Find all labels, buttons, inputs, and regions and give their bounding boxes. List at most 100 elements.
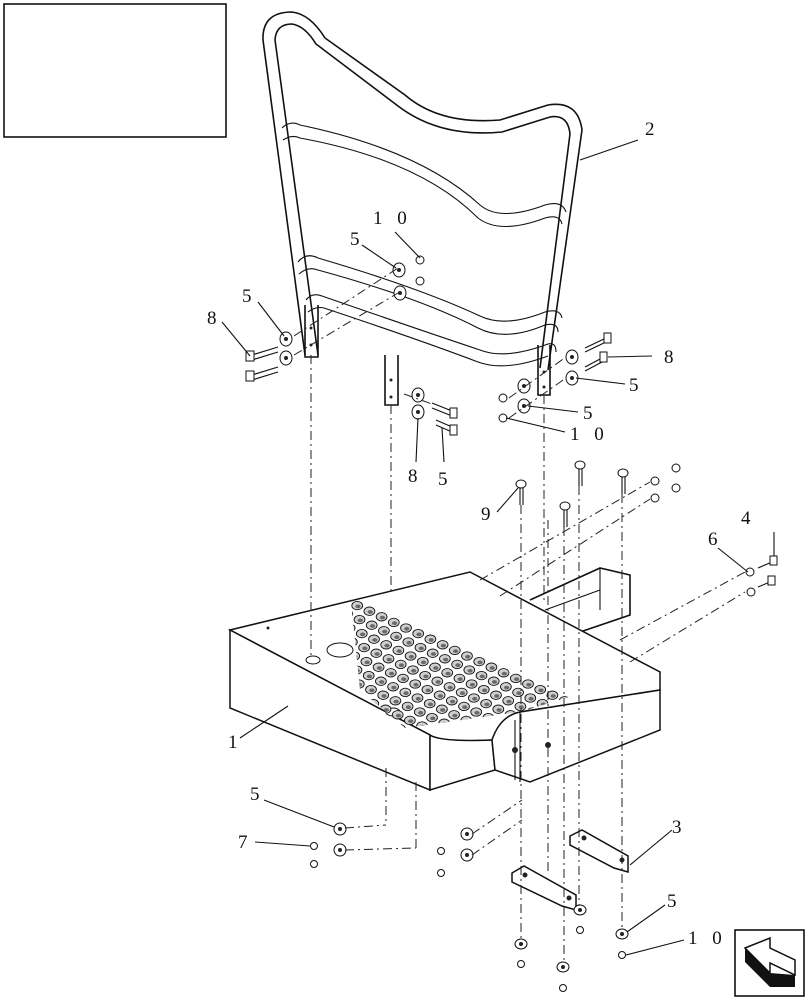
grip-cup: [524, 823, 535, 831]
grip-cup-hole: [527, 826, 532, 830]
grip-cup-hole: [383, 708, 389, 712]
step-assembly: [227, 567, 661, 836]
handrail: [262, 11, 583, 406]
callout-1: 1: [228, 732, 243, 753]
callout-10b: 1 0: [570, 424, 609, 445]
grip-cup: [450, 789, 461, 797]
grip-cup: [533, 814, 544, 822]
grip-cup-hole: [360, 632, 366, 637]
grip-cup-hole: [384, 643, 390, 648]
grip-cup-hole: [403, 691, 409, 696]
grip-cup-hole: [418, 646, 424, 651]
callout-4: 4: [741, 508, 756, 529]
carriage-bolt-2: [574, 460, 586, 486]
grip-cup-hole: [401, 677, 407, 682]
callout-6: 6: [708, 529, 723, 550]
grip-cup: [521, 809, 532, 817]
grip-cup-hole: [532, 789, 537, 793]
grip-cup-hole: [539, 831, 544, 835]
grip-cup-hole: [405, 705, 411, 710]
grip-cup-hole: [418, 710, 424, 715]
callouts: 1 2 3 4 5 5 5 5 5 5 5 6 7 8 8 8 9 1 0 1 …: [207, 119, 756, 949]
bolt-right-2: [584, 351, 608, 372]
grip-cup-hole: [477, 660, 483, 665]
grip-cup: [460, 781, 471, 789]
grip-cup-hole: [367, 610, 373, 614]
grip-cup-hole: [500, 801, 505, 805]
grip-cup-hole: [395, 713, 402, 718]
grip-cup-hole: [435, 680, 441, 684]
grip-cup-hole: [538, 688, 544, 693]
grip-cup-hole: [430, 716, 436, 721]
grip-cup-hole: [486, 781, 491, 785]
grip-cup-hole: [411, 668, 417, 673]
callout-5b: 5: [242, 286, 257, 307]
grip-cup-hole: [379, 615, 385, 620]
grip-cup: [482, 778, 493, 786]
callout-2: 2: [645, 119, 660, 140]
grip-cup: [551, 783, 562, 791]
grip-cup-hole: [440, 708, 446, 712]
grip-cup-hole: [382, 629, 388, 634]
grip-cup-hole: [491, 809, 496, 813]
grip-cup: [541, 792, 552, 800]
grip-cup-hole: [482, 688, 488, 693]
grip-cup-hole: [479, 674, 485, 679]
grip-cup: [529, 786, 540, 794]
grip-cup-hole: [398, 663, 405, 668]
grip-cup-hole: [454, 792, 459, 796]
grip-cup-hole: [516, 691, 522, 696]
grip-cup-hole: [428, 638, 434, 642]
grip-cup-hole: [357, 618, 363, 623]
callout-10c: 1 0: [688, 928, 727, 949]
bolt-mid-1: [431, 402, 458, 419]
callout-7: 7: [238, 832, 253, 853]
grip-cup-hole: [376, 666, 382, 670]
grip-cup: [487, 806, 498, 814]
grip-cup-hole: [423, 674, 429, 679]
next-page-arrow-icon[interactable]: [734, 929, 805, 997]
assembly-lines: [293, 267, 746, 962]
grip-cup-hole: [379, 680, 385, 684]
grip-cup-hole: [459, 691, 466, 696]
grip-cup-hole: [555, 787, 560, 791]
carriage-bolt-1: [515, 479, 527, 505]
bolt-right-1: [584, 332, 612, 353]
callout-8c: 8: [408, 466, 423, 487]
grip-cup-hole: [525, 812, 530, 816]
grip-cup-hole: [488, 795, 493, 799]
grip-cup-hole: [413, 682, 419, 687]
grip-cup: [543, 806, 554, 814]
carriage-bolt-4: [559, 501, 571, 527]
grip-cup-hole: [381, 694, 387, 698]
grip-cup-hole: [489, 666, 495, 670]
grip-cup-hole: [472, 696, 478, 701]
grip-cup-hole: [391, 685, 397, 690]
grip-cup-hole: [478, 803, 483, 807]
grip-cup-hole: [494, 694, 500, 698]
grip-cup-hole: [442, 787, 447, 791]
grip-cup-hole: [465, 654, 471, 659]
grip-cup: [472, 786, 483, 794]
callout-10a: 1 0: [373, 208, 412, 229]
grip-cup-hole: [416, 632, 422, 637]
grip-cup-hole: [408, 654, 414, 659]
grip-cup: [531, 800, 542, 808]
bolt-upper-left-2: [245, 366, 279, 382]
grip-cup: [463, 795, 474, 803]
callout-5c: 5: [629, 375, 644, 396]
grip-cup-hole: [421, 660, 427, 665]
grip-cup-hole: [364, 660, 370, 665]
grip-cup-hole: [355, 604, 361, 609]
grip-cup-hole: [518, 705, 524, 710]
grip-cup-hole: [437, 694, 443, 698]
grip-cup: [517, 781, 528, 789]
grip-cup: [536, 828, 547, 836]
grip-cup-hole: [369, 688, 375, 693]
grip-cup-hole: [496, 773, 501, 777]
grip-cup-hole: [501, 671, 507, 676]
callout-8b: 8: [664, 347, 679, 368]
grip-cup: [497, 797, 508, 805]
grip-cup-hole: [523, 798, 528, 802]
grip-cup-hole: [537, 817, 542, 821]
